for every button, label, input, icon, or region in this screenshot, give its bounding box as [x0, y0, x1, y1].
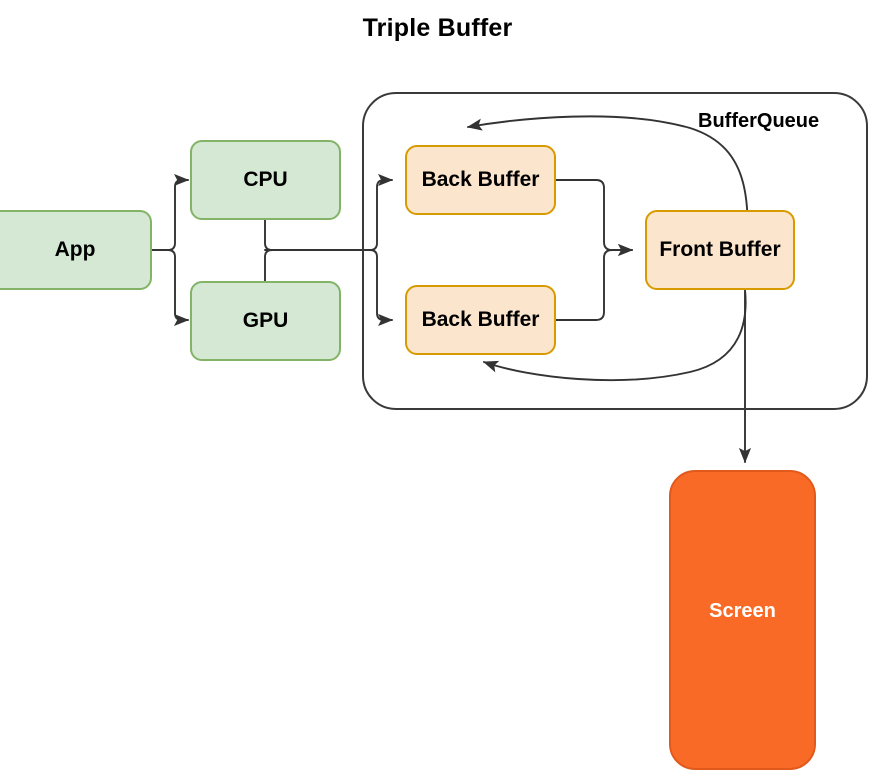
edge-app-to-cpu — [151, 173, 190, 251]
edge-app-to-gpu — [151, 249, 190, 327]
node-app[interactable]: App — [0, 210, 152, 290]
node-back-buffer-1-label: Back Buffer — [421, 168, 540, 191]
buffer-queue-container — [362, 92, 868, 410]
node-back-buffer-1[interactable]: Back Buffer — [405, 145, 556, 215]
buffer-queue-label: BufferQueue — [698, 110, 820, 132]
edge-cpu-trunk — [264, 219, 273, 251]
diagram-canvas: Triple Buffer — [0, 14, 868, 770]
node-back-buffer-2[interactable]: Back Buffer — [405, 285, 556, 355]
node-front-buffer[interactable]: Front Buffer — [645, 210, 795, 290]
node-app-label: App — [54, 238, 96, 261]
node-gpu-label: GPU — [242, 309, 289, 332]
node-cpu[interactable]: CPU — [190, 140, 341, 220]
page-title: Triple Buffer — [362, 14, 513, 42]
node-cpu-label: CPU — [243, 168, 288, 191]
node-gpu[interactable]: GPU — [190, 281, 341, 361]
node-screen-label: Screen — [709, 600, 776, 622]
node-back-buffer-2-label: Back Buffer — [421, 308, 540, 331]
node-screen[interactable]: Screen — [669, 470, 816, 770]
node-front-buffer-label: Front Buffer — [659, 238, 781, 261]
